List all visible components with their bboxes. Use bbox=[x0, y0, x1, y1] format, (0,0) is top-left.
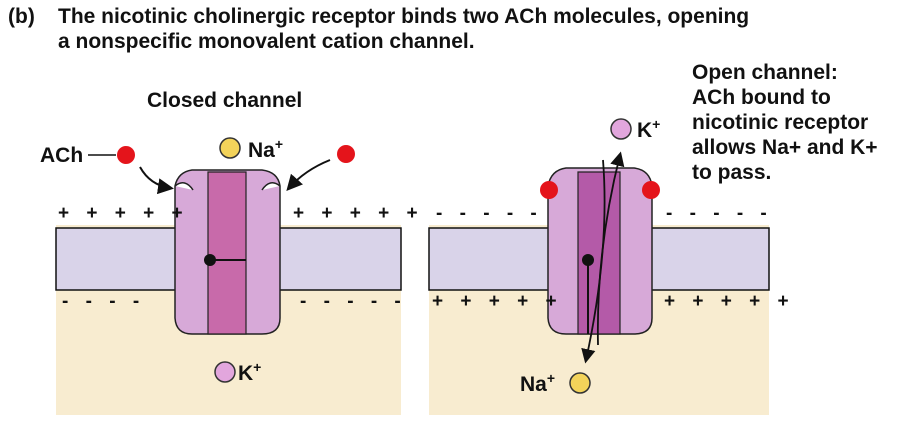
sodium-label-open: Na+ bbox=[520, 370, 556, 396]
ach-molecule-right bbox=[337, 145, 355, 163]
sodium-label-closed: Na+ bbox=[248, 136, 284, 162]
closed-charge-bottom-right: - - - - - bbox=[300, 291, 407, 312]
open-charge-top-left: - - - - - bbox=[436, 203, 543, 224]
potassium-ion-closed bbox=[214, 361, 236, 383]
open-receptor bbox=[547, 167, 653, 335]
open-charge-top-right: - - - - - bbox=[666, 203, 773, 224]
open-charge-bottom-left: + + + + + bbox=[432, 291, 563, 312]
open-description-line-4: allows Na+ and K+ bbox=[692, 136, 878, 159]
closed-charge-bottom-left: - - - - bbox=[62, 291, 146, 312]
na-influx-arrow bbox=[581, 159, 606, 364]
open-channel-panel bbox=[428, 118, 770, 415]
caption-line-2: a nonspecific monovalent cation channel. bbox=[58, 30, 475, 53]
ach-molecule-left bbox=[117, 146, 135, 164]
ach-bound-right bbox=[642, 181, 660, 199]
open-description-line-1: Open channel: bbox=[692, 61, 838, 84]
ach-label: ACh bbox=[40, 144, 84, 167]
caption-line-1: The nicotinic cholinergic receptor binds… bbox=[58, 5, 750, 28]
open-description-line-2: ACh bound to bbox=[692, 86, 831, 109]
caption-tag: (b) bbox=[8, 5, 35, 28]
potassium-label-closed: K+ bbox=[238, 359, 262, 385]
sodium-ion-closed bbox=[219, 137, 241, 159]
sodium-ion-open bbox=[569, 372, 591, 394]
open-description-line-3: nicotinic receptor bbox=[692, 111, 869, 134]
closed-channel-panel bbox=[55, 137, 402, 415]
potassium-label-open: K+ bbox=[637, 116, 661, 142]
closed-charge-top-right: + + + + + bbox=[293, 203, 424, 224]
potassium-ion-open bbox=[610, 118, 632, 140]
open-charge-bottom-right: + + + + + bbox=[664, 291, 795, 312]
closed-charge-top-left: + + + + + bbox=[58, 203, 189, 224]
closed-receptor bbox=[174, 169, 281, 335]
open-channel-description: Open channel: ACh bound to nicotinic rec… bbox=[692, 60, 878, 185]
closed-channel-title: Closed channel bbox=[147, 89, 303, 112]
open-description-line-5: to pass. bbox=[692, 161, 772, 184]
ach-bound-left bbox=[540, 181, 558, 199]
